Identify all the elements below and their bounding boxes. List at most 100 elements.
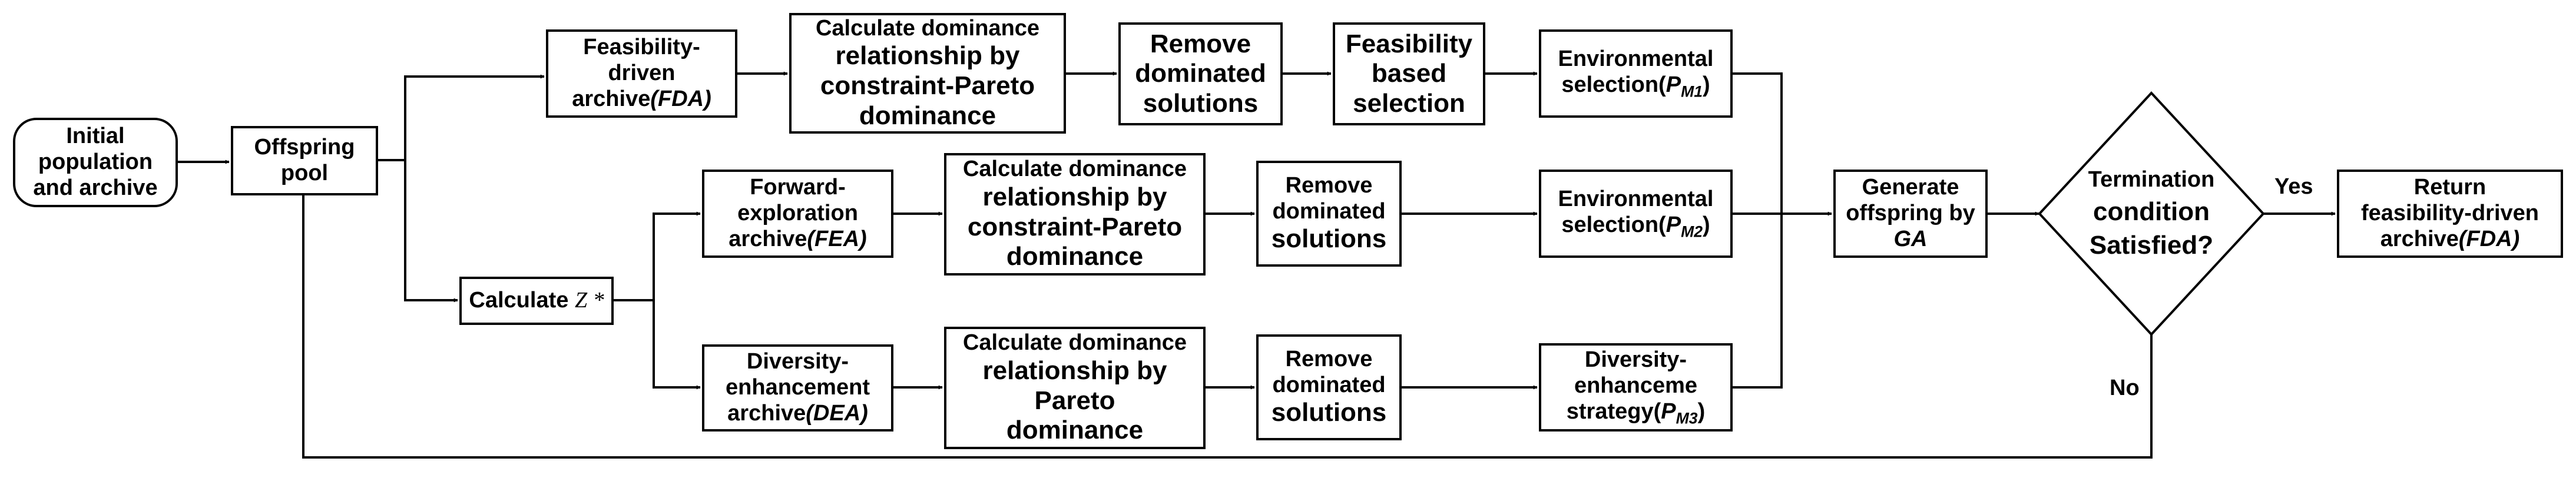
calc1-line-2: relationship by [835, 41, 1020, 71]
fea-line-2: exploration [737, 201, 858, 226]
env2-symbol: P [1666, 212, 1681, 237]
remove-dominated-3-node: Remove dominated solutions [1256, 334, 1402, 440]
calc1-line-1: Calculate dominance [815, 15, 1040, 41]
env2-close: ) [1703, 212, 1710, 237]
initial-line-3: and archive [33, 175, 158, 200]
divstrat-text: strategy( [1566, 399, 1661, 424]
z-star-symbol: Z * [574, 288, 604, 313]
env-selection-2-node: Environmental selection(PM2) [1539, 170, 1733, 258]
remove2-line-3: solutions [1271, 224, 1387, 254]
return-line-3-text: archive [2380, 226, 2459, 251]
remove1-line-2: dominated [1135, 59, 1266, 88]
calc1-line-4: dominance [859, 101, 996, 130]
feassel-line-2: based [1371, 59, 1447, 88]
calc-dominance-2-node: Calculate dominance relationship by cons… [944, 153, 1206, 275]
env1-line-2: selection(PM1) [1561, 72, 1710, 101]
edge-merge-bracket [1733, 72, 1783, 389]
feassel-line-3: selection [1353, 88, 1465, 118]
env2-text: selection( [1561, 212, 1666, 237]
termination-line-1: Termination [2088, 167, 2215, 192]
generate-line-1: Generate [1862, 175, 1959, 200]
env-selection-1-node: Environmental selection(PM1) [1539, 29, 1733, 118]
divstrat-symbol: P [1661, 399, 1676, 424]
calc2-line-4: dominance [1006, 242, 1144, 271]
calcz-text: Calculate [469, 288, 575, 313]
termination-line-3: Satisfied? [2089, 230, 2214, 260]
calc-dominance-1-node: Calculate dominance relationship by cons… [789, 13, 1066, 134]
divstrat-line-1: Diversity- [1584, 347, 1687, 373]
offspring-pool-node: Offspring pool [231, 126, 378, 195]
remove3-line-2: dominated [1272, 372, 1386, 397]
fea-line-1: Forward- [750, 175, 846, 200]
remove3-line-1: Remove [1285, 347, 1373, 372]
feasibility-selection-node: Feasibility based selection [1333, 22, 1485, 125]
edge-calcz-to-fea [614, 211, 701, 301]
calc1-line-3: constraint-Pareto [820, 71, 1035, 101]
env2-line-2: selection(PM2) [1561, 213, 1710, 241]
env2-subscript: M2 [1681, 223, 1703, 241]
remove3-line-3: solutions [1271, 398, 1387, 427]
env1-line-1: Environmental [1558, 47, 1714, 72]
return-fda-node: Return feasibility-driven archive(FDA) [2337, 170, 2563, 258]
termination-diamond [2038, 91, 2265, 336]
divstrat-close: ) [1697, 399, 1706, 424]
no-label: No [2110, 376, 2140, 400]
generate-line-3: GA [1893, 226, 1928, 251]
divstrat-line-3: strategy(PM3) [1567, 399, 1705, 427]
divstrat-subscript: M3 [1676, 409, 1698, 427]
fea-line-3: archive(FEA) [729, 227, 866, 253]
initial-line-1: Initial [66, 124, 125, 149]
fda-line-3-text: archive [572, 86, 651, 111]
edge-offspring-to-calcz [404, 160, 458, 303]
calc2-line-1: Calculate dominance [962, 157, 1187, 182]
edge-calcz-to-dea [653, 300, 701, 390]
return-line-2: feasibility-driven [2361, 201, 2539, 226]
dea-abbrev: (DEA) [806, 400, 868, 426]
fda-line-1: Feasibility- [583, 35, 700, 60]
calc3-line-4: dominance [1006, 416, 1144, 445]
divstrat-line-2: enhanceme [1574, 373, 1698, 398]
fda-abbrev: (FDA) [650, 86, 711, 111]
dea-line-2: enhancement [726, 375, 870, 400]
yes-label: Yes [2274, 174, 2313, 199]
env1-symbol: P [1666, 72, 1681, 97]
generate-offspring-node: Generate offspring by GA [1833, 170, 1988, 258]
remove1-line-3: solutions [1143, 88, 1259, 118]
initial-population-node: Initial population and archive [13, 118, 178, 207]
remove2-line-2: dominated [1272, 198, 1386, 224]
dea-node: Diversity- enhancement archive(DEA) [702, 344, 893, 431]
calc3-line-2: relationship by [982, 356, 1167, 385]
dea-line-3: archive(DEA) [727, 401, 868, 427]
calc2-line-3: constraint-Pareto [967, 212, 1183, 241]
dea-line-3-text: archive [727, 400, 806, 426]
offspring-line-2: pool [280, 161, 329, 185]
env1-close: ) [1703, 72, 1710, 97]
offspring-line-1: Offspring [254, 135, 355, 160]
generate-line-2: offspring by [1846, 201, 1975, 226]
remove1-line-1: Remove [1150, 29, 1251, 58]
initial-line-2: population [38, 150, 153, 175]
env1-text: selection( [1561, 72, 1666, 97]
fea-abbrev: (FEA) [807, 226, 867, 251]
edge-termination-no-loop [301, 175, 2153, 459]
dea-line-1: Diversity- [746, 349, 849, 374]
fda-line-3: archive(FDA) [572, 87, 711, 112]
fda-line-2: driven [608, 61, 676, 86]
termination-text: Termination condition Satisfied? [2049, 152, 2253, 275]
calc-dominance-3-node: Calculate dominance relationship by Pare… [944, 327, 1206, 449]
edge-offspring-to-fda [378, 74, 545, 161]
fda-node: Feasibility- driven archive(FDA) [546, 29, 737, 118]
env1-subscript: M1 [1681, 82, 1703, 101]
return-line-1: Return [2413, 175, 2486, 200]
remove-dominated-2-node: Remove dominated solutions [1256, 161, 1402, 267]
fea-line-3-text: archive [729, 226, 807, 251]
calc3-line-1: Calculate dominance [962, 330, 1187, 356]
remove-dominated-1-node: Remove dominated solutions [1118, 22, 1283, 125]
feassel-line-1: Feasibility [1345, 29, 1473, 58]
return-abbrev: (FDA) [2458, 226, 2520, 251]
fea-node: Forward- exploration archive(FEA) [702, 170, 893, 258]
calc3-line-3: Pareto [1034, 386, 1115, 415]
return-line-3: archive(FDA) [2380, 227, 2520, 253]
calc2-line-2: relationship by [982, 182, 1167, 211]
